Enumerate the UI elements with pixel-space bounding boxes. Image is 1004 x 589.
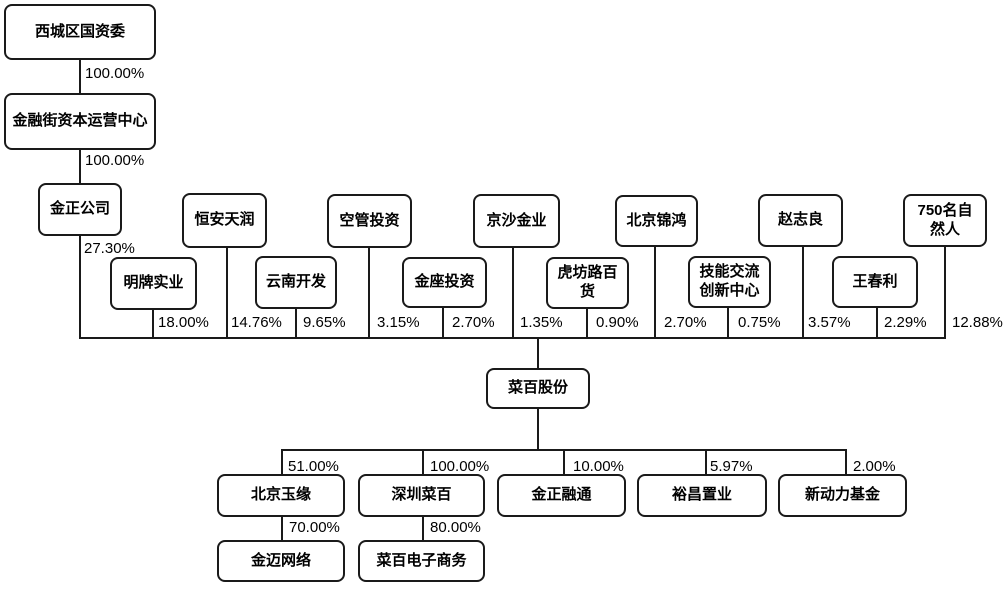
connector-vline [79, 150, 81, 183]
connector-vline [226, 248, 228, 339]
node-jinzheng-company: 金正公司 [38, 183, 122, 236]
ownership-pct: 1.35% [520, 314, 563, 331]
node-hufanglu-department-store: 虎坊路百货 [546, 257, 629, 309]
ownership-pct: 2.00% [853, 458, 896, 475]
ownership-pct: 27.30% [84, 240, 135, 257]
ownership-pct: 70.00% [289, 519, 340, 536]
ownership-pct: 51.00% [288, 458, 339, 475]
ownership-pct: 80.00% [430, 519, 481, 536]
ownership-pct: 3.15% [377, 314, 420, 331]
node-shenzhen-caibai: 深圳菜百 [358, 474, 485, 517]
node-wang-chunli: 王春利 [832, 256, 918, 308]
connector-vline [845, 449, 847, 474]
ownership-pct: 10.00% [573, 458, 624, 475]
node-jinmai-network: 金迈网络 [217, 540, 345, 582]
ownership-pct: 12.88% [952, 314, 1003, 331]
node-zhao-zhiliang: 赵志良 [758, 194, 843, 247]
node-750-natural-persons: 750名自然人 [903, 194, 987, 247]
connector-vline [442, 308, 444, 339]
ownership-pct: 0.90% [596, 314, 639, 331]
ownership-pct: 3.57% [808, 314, 851, 331]
connector-vline [802, 247, 804, 339]
node-caibai-ecommerce: 菜百电子商务 [358, 540, 485, 582]
connector-vline [281, 449, 283, 474]
node-beijing-yuyuan: 北京玉缘 [217, 474, 345, 517]
connector-vline [422, 449, 424, 474]
node-skill-exchange-innovation-center: 技能交流创新中心 [688, 256, 771, 308]
ownership-pct: 2.70% [664, 314, 707, 331]
ownership-pct: 2.70% [452, 314, 495, 331]
ownership-pct: 100.00% [85, 152, 145, 169]
shareholder-bus-line [79, 337, 946, 339]
connector-vline [705, 449, 707, 474]
connector-vline [368, 248, 370, 339]
connector-vline [876, 308, 878, 339]
ownership-pct: 5.97% [710, 458, 753, 475]
connector-vline [944, 247, 946, 339]
connector-vline [79, 236, 81, 339]
node-xicheng-sasac: 西城区国资委 [4, 4, 156, 60]
ownership-pct: 0.75% [738, 314, 781, 331]
connector-vline [537, 337, 539, 368]
connector-vline [586, 309, 588, 339]
connector-vline [727, 308, 729, 339]
connector-vline [654, 247, 656, 339]
node-jinzuo-investment: 金座投资 [402, 257, 487, 308]
node-financial-street-capital-center: 金融街资本运营中心 [4, 93, 156, 150]
ownership-pct: 100.00% [430, 458, 490, 475]
node-yunnan-development: 云南开发 [255, 256, 337, 309]
connector-vline [563, 449, 565, 474]
node-jingsha-gold: 京沙金业 [473, 194, 560, 248]
node-beijing-jinhong: 北京锦鸿 [615, 195, 698, 247]
ownership-pct: 9.65% [303, 314, 346, 331]
connector-vline [281, 517, 283, 540]
ownership-pct: 18.00% [158, 314, 209, 331]
node-caibai-shares: 菜百股份 [486, 368, 590, 409]
connector-vline [295, 309, 297, 339]
connector-vline [79, 60, 81, 93]
ownership-pct: 2.29% [884, 314, 927, 331]
node-jinzheng-rongtong: 金正融通 [497, 474, 626, 517]
connector-vline [512, 248, 514, 339]
node-xindongli-fund: 新动力基金 [778, 474, 907, 517]
node-yuchang-real-estate: 裕昌置业 [637, 474, 767, 517]
ownership-pct: 14.76% [231, 314, 282, 331]
node-mingpai-industry: 明牌实业 [110, 257, 197, 310]
node-kongguan-investment: 空管投资 [327, 194, 412, 248]
connector-vline [537, 409, 539, 450]
node-hengan-tianrun: 恒安天润 [182, 193, 267, 248]
connector-vline [422, 517, 424, 540]
ownership-pct: 100.00% [85, 65, 145, 82]
connector-vline [152, 310, 154, 339]
